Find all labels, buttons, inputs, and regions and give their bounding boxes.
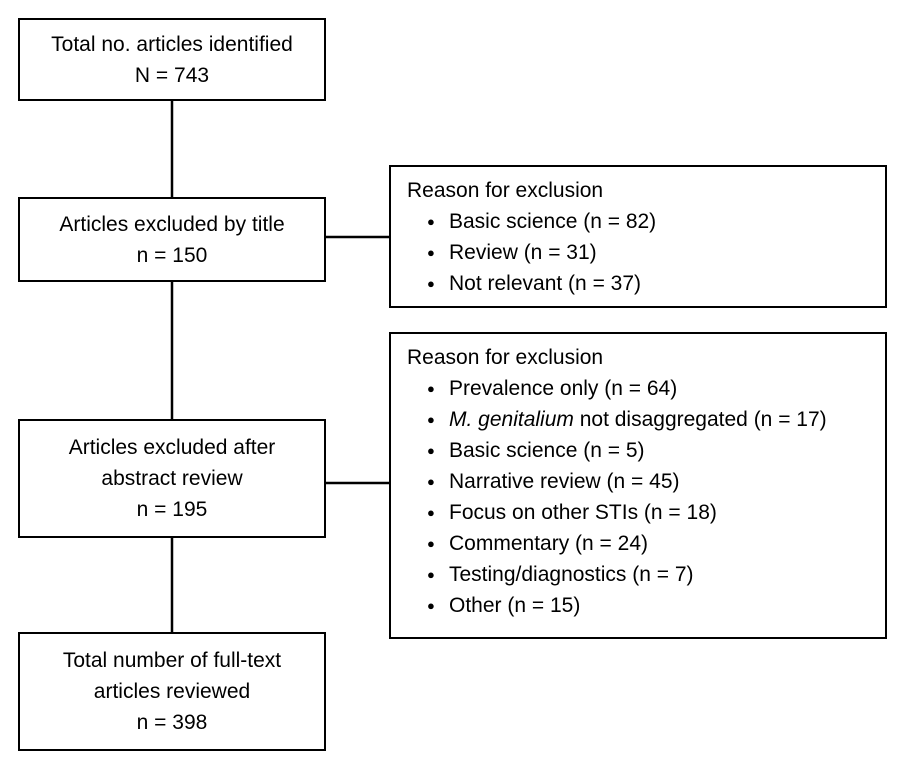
- abstract-exclusion-list: Prevalence only (n = 64) M. genitalium n…: [407, 373, 885, 621]
- title-exclusion-heading: Reason for exclusion: [407, 179, 604, 202]
- list-item: Testing/diagnostics (n = 7): [407, 559, 885, 590]
- excluded-abstract-label-2: abstract review: [101, 467, 243, 490]
- full-text-label-2: articles reviewed: [93, 680, 251, 703]
- m-genitalium-rest: not disaggregated (n = 17): [573, 408, 827, 431]
- box-abstract-exclusion-reasons: Reason for exclusion Prevalence only (n …: [389, 332, 887, 639]
- full-text-count: n = 398: [136, 711, 208, 734]
- list-item: Narrative review (n = 45): [407, 466, 885, 497]
- identified-label: Total no. articles identified: [51, 32, 293, 56]
- list-item: Basic science (n = 82): [407, 206, 885, 237]
- box-excluded-after-abstract: Articles excluded after abstract review …: [18, 419, 326, 538]
- excluded-title-label: Articles excluded by title: [59, 212, 285, 236]
- full-text-label-1: Total number of full-text: [62, 649, 282, 672]
- box-excluded-by-title: Articles excluded by title n = 150: [18, 197, 326, 282]
- list-item: Other (n = 15): [407, 590, 885, 621]
- m-genitalium-name: M. genitalium: [449, 408, 574, 431]
- list-item: Basic science (n = 5): [407, 435, 885, 466]
- list-item: Not relevant (n = 37): [407, 268, 885, 299]
- list-item: Focus on other STIs (n = 18): [407, 497, 885, 528]
- box-articles-identified: Total no. articles identified N = 743: [18, 18, 326, 101]
- list-item: Commentary (n = 24): [407, 528, 885, 559]
- excluded-abstract-label-1: Articles excluded after: [68, 436, 276, 459]
- box-title-exclusion-reasons: Reason for exclusion Basic science (n = …: [389, 165, 887, 308]
- excluded-abstract-count: n = 195: [136, 498, 208, 521]
- excluded-title-count: n = 150: [136, 243, 208, 267]
- box-full-text-reviewed: Total number of full-text articles revie…: [18, 632, 326, 751]
- abstract-exclusion-heading: Reason for exclusion: [407, 346, 604, 369]
- identified-count: N = 743: [134, 63, 210, 87]
- title-exclusion-list: Basic science (n = 82) Review (n = 31) N…: [407, 206, 885, 299]
- list-item-m-genitalium: M. genitalium not disaggregated (n = 17): [407, 404, 885, 435]
- list-item: Prevalence only (n = 64): [407, 373, 885, 404]
- list-item: Review (n = 31): [407, 237, 885, 268]
